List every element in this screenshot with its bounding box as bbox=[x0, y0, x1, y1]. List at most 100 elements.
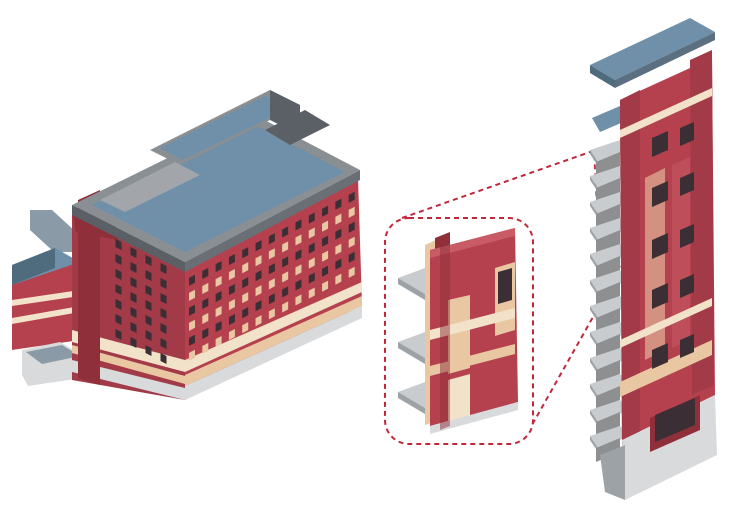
window bbox=[228, 269, 235, 281]
window bbox=[130, 337, 137, 348]
floor-slab bbox=[590, 426, 630, 448]
window bbox=[348, 206, 355, 218]
window bbox=[130, 247, 137, 258]
window bbox=[242, 322, 249, 334]
window bbox=[160, 293, 167, 304]
window bbox=[335, 198, 342, 210]
window bbox=[268, 233, 275, 245]
window bbox=[282, 301, 289, 313]
window bbox=[160, 353, 167, 364]
window bbox=[255, 255, 262, 267]
window bbox=[188, 319, 195, 331]
window bbox=[322, 250, 329, 262]
window bbox=[282, 256, 289, 268]
window bbox=[115, 284, 122, 295]
roof bbox=[72, 90, 360, 272]
window bbox=[295, 234, 302, 246]
window bbox=[202, 342, 209, 354]
window bbox=[202, 327, 209, 339]
window bbox=[160, 338, 167, 349]
window bbox=[215, 260, 222, 273]
window bbox=[308, 272, 315, 284]
window bbox=[322, 265, 329, 277]
window bbox=[202, 312, 209, 324]
window bbox=[348, 266, 355, 278]
window bbox=[255, 300, 262, 312]
window bbox=[188, 334, 195, 346]
window bbox=[145, 270, 152, 281]
window bbox=[228, 284, 235, 296]
window bbox=[348, 221, 355, 233]
slab-shadow bbox=[596, 152, 620, 176]
window bbox=[268, 263, 275, 275]
window bbox=[228, 254, 235, 266]
low-wing bbox=[12, 210, 82, 386]
window bbox=[115, 269, 122, 280]
window bbox=[652, 343, 668, 369]
slab-shadow bbox=[596, 256, 620, 280]
window bbox=[215, 305, 222, 318]
window bbox=[188, 289, 195, 301]
window bbox=[295, 294, 302, 306]
window bbox=[322, 235, 329, 247]
window bbox=[282, 286, 289, 298]
window bbox=[652, 131, 668, 157]
windows-left-face bbox=[115, 239, 167, 364]
floor-slab bbox=[590, 296, 630, 318]
window bbox=[215, 335, 222, 348]
window bbox=[255, 285, 262, 297]
window bbox=[322, 220, 329, 232]
window bbox=[228, 314, 235, 326]
window bbox=[130, 307, 137, 318]
windows-right-face bbox=[188, 191, 355, 361]
floor-slab bbox=[590, 348, 630, 370]
window bbox=[680, 122, 694, 146]
window bbox=[145, 330, 152, 341]
window bbox=[308, 287, 315, 299]
window bbox=[335, 273, 342, 285]
window bbox=[242, 292, 249, 304]
window bbox=[160, 308, 167, 319]
window bbox=[295, 219, 302, 231]
slab-shadow bbox=[596, 282, 620, 306]
slab-shadow bbox=[596, 230, 620, 254]
window bbox=[130, 292, 137, 303]
window bbox=[322, 205, 329, 217]
floor-slab-stack bbox=[590, 140, 630, 462]
window bbox=[680, 334, 694, 358]
building-isometric-model bbox=[12, 90, 362, 400]
slab-shadow bbox=[596, 386, 620, 410]
window bbox=[348, 251, 355, 263]
window bbox=[145, 255, 152, 266]
window bbox=[680, 172, 694, 196]
wall-section-detail bbox=[384, 217, 534, 445]
slab-shadow bbox=[596, 334, 620, 358]
window bbox=[335, 228, 342, 240]
floor-slab bbox=[590, 270, 630, 292]
window bbox=[115, 299, 122, 310]
window bbox=[335, 213, 342, 225]
floor-slab bbox=[590, 322, 630, 344]
facade-strip-section bbox=[590, 18, 717, 500]
window bbox=[308, 257, 315, 269]
window bbox=[242, 307, 249, 319]
slab-shadow bbox=[596, 412, 620, 436]
floor-slab bbox=[590, 140, 630, 162]
window bbox=[255, 240, 262, 252]
window bbox=[308, 212, 315, 224]
window bbox=[335, 258, 342, 270]
window bbox=[268, 278, 275, 290]
window bbox=[188, 274, 195, 286]
window bbox=[268, 248, 275, 260]
facade-windows bbox=[652, 122, 694, 369]
window bbox=[160, 263, 167, 274]
slab-shadow bbox=[596, 204, 620, 228]
window bbox=[680, 274, 694, 298]
window bbox=[282, 271, 289, 283]
window bbox=[202, 282, 209, 294]
window bbox=[160, 278, 167, 289]
window bbox=[652, 233, 668, 259]
window bbox=[335, 243, 342, 255]
window bbox=[242, 262, 249, 274]
